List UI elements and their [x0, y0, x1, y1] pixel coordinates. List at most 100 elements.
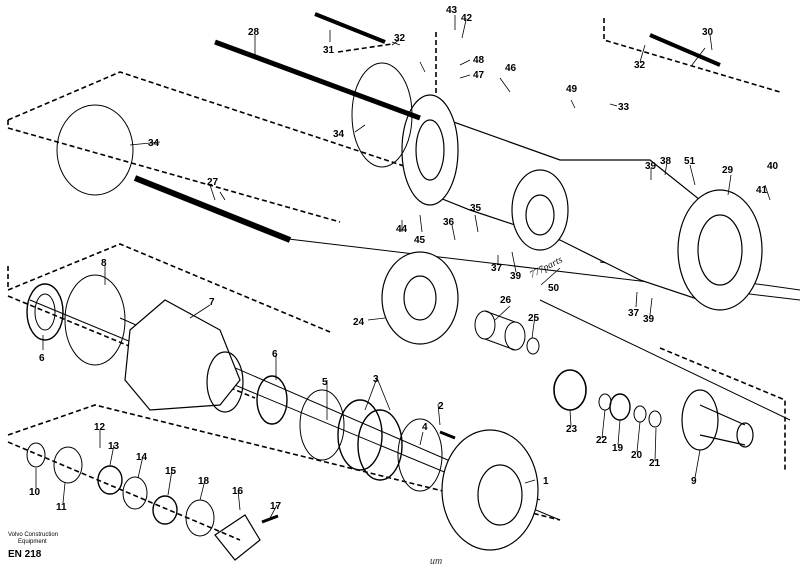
part-label: 50 [548, 283, 560, 294]
shaft-27 [133, 175, 292, 243]
leader-lines [35, 15, 771, 519]
part-label: 6 [39, 353, 45, 364]
cover-16 [214, 514, 261, 561]
part-label: 48 [473, 55, 485, 66]
sun-gear-23 [553, 369, 587, 411]
part-label: 42 [461, 13, 473, 24]
part-label: 44 [396, 224, 408, 235]
spline-hub-26 [474, 310, 526, 351]
bearing-6-right [256, 375, 288, 425]
part-label: 30 [702, 27, 714, 38]
part-label: 23 [566, 424, 578, 435]
part-label: 37 [628, 308, 640, 319]
o-ring-4 [397, 418, 443, 492]
planet-carrier-7 [124, 299, 244, 413]
ring-22 [598, 393, 612, 411]
part-label: 34 [333, 129, 345, 140]
rod-30 [649, 33, 721, 67]
part-label: 13 [108, 441, 120, 452]
part-label: 40 [767, 161, 779, 172]
part-label: 2 [438, 401, 444, 412]
part-label: 28 [248, 27, 260, 38]
part-label: 49 [566, 84, 578, 95]
brand-line-1: Volvo Construction [8, 532, 59, 538]
o-ring-5 [299, 389, 345, 461]
part-label: 9 [691, 476, 697, 487]
part-label: 46 [505, 63, 517, 74]
wheel-hub-1 [441, 429, 539, 551]
dashed-frame-upper [7, 18, 781, 223]
part-label: 34 [148, 138, 160, 149]
scribble-mark: um [430, 556, 443, 567]
drive-shaft-28 [214, 39, 421, 121]
part-label: 20 [631, 450, 643, 461]
part-label: 10 [29, 487, 41, 498]
rod-31 [314, 12, 386, 44]
washer-25 [526, 337, 540, 355]
part-label: 32 [634, 60, 646, 71]
part-label: 37 [491, 263, 503, 274]
part-label: 19 [612, 443, 624, 454]
part-label: 32 [394, 33, 406, 44]
nut-13 [97, 465, 123, 495]
part-label: 11 [56, 502, 67, 513]
seal-3a [337, 399, 383, 471]
circlip-21 [648, 410, 662, 428]
axle-housing [401, 94, 763, 311]
part-label: 27 [207, 177, 219, 188]
part-label: 22 [596, 435, 608, 446]
part-label: 45 [414, 235, 426, 246]
part-label: 39 [645, 161, 657, 172]
part-label: 14 [136, 452, 148, 463]
bolt-2 [439, 430, 456, 440]
part-label: 25 [528, 313, 540, 324]
part-label: 35 [470, 203, 482, 214]
part-label: 17 [270, 501, 282, 512]
part-label: 47 [473, 70, 485, 81]
screw-17 [261, 514, 279, 524]
output-flange-9 [681, 389, 754, 451]
part-label: 29 [722, 165, 734, 176]
gear-19 [609, 393, 631, 421]
part-label: 51 [684, 156, 696, 167]
part-label: 3 [373, 374, 379, 385]
part-label: 43 [446, 5, 458, 16]
part-label: 7 [209, 297, 215, 308]
part-label: 38 [660, 156, 672, 167]
part-label: 16 [232, 486, 244, 497]
washer-10 [26, 442, 46, 468]
washer-20 [633, 405, 647, 423]
nut-15 [152, 495, 178, 525]
part-label: 36 [443, 217, 455, 228]
part-label: 39 [643, 314, 655, 325]
brake-disc-24 [381, 251, 459, 345]
diagram-code: EN 218 [8, 549, 42, 560]
o-ring-18 [185, 499, 215, 537]
part-label: 24 [353, 317, 365, 328]
part-label: 5 [322, 377, 328, 388]
part-label: 12 [94, 422, 106, 433]
part-label: 6 [272, 349, 278, 360]
part-label: 41 [756, 185, 768, 196]
snap-ring-8 [64, 274, 126, 366]
part-label: 4 [422, 422, 428, 433]
part-label: 21 [649, 458, 661, 469]
part-labels: 43 42 28 32 31 48 47 46 49 33 30 32 34 3… [29, 5, 779, 513]
part-label: 33 [618, 102, 630, 113]
part-label: 39 [510, 271, 522, 282]
part-label: 15 [165, 466, 177, 477]
part-label: 1 [543, 476, 549, 487]
part-label: 8 [101, 258, 107, 269]
part-label: 31 [323, 45, 335, 56]
brand-line-2: Equipment [18, 539, 47, 545]
part-label: 18 [198, 476, 210, 487]
part-label: 26 [500, 295, 512, 306]
seal-ring-34-right [351, 62, 413, 168]
axis-line-right [539, 299, 791, 421]
washer-11 [53, 446, 83, 484]
bearing-6-left [26, 283, 64, 341]
washer-14 [122, 476, 148, 510]
seal-ring-34-left [56, 104, 134, 196]
